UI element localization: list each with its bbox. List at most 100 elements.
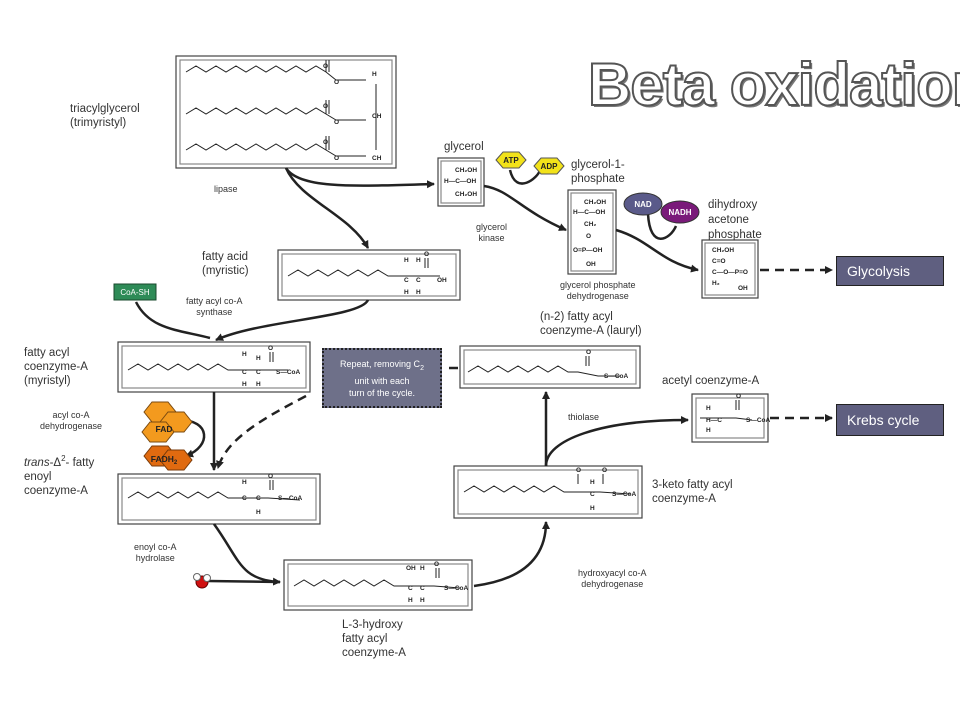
dihydroxy-acetone-phosphate-label: dihydroxy acetone phosphate xyxy=(708,199,762,241)
fatty-acyl-coa-synthase-label: fatty acyl co-A synthase xyxy=(186,296,243,317)
svg-text:H: H xyxy=(256,509,261,516)
svg-text:O: O xyxy=(576,467,581,474)
glycerol-structure xyxy=(437,157,485,207)
svg-text:H: H xyxy=(242,479,247,486)
trans-enoyl-coa-label: trans-Δ2- fatty enoyl coenzyme-A xyxy=(24,452,94,498)
adp-hexagon xyxy=(533,157,565,175)
atp-label: ATP xyxy=(503,156,519,165)
krebs-cycle-box: Krebs cycle xyxy=(836,404,944,436)
dhap-structure xyxy=(701,239,759,299)
svg-text:CH₂OH: CH₂OH xyxy=(455,191,477,198)
repeat-subscript: 2 xyxy=(420,364,424,372)
svg-text:C=O: C=O xyxy=(712,258,726,265)
svg-text:CH₂: CH₂ xyxy=(584,221,596,228)
svg-text:H: H xyxy=(404,289,409,296)
nad-nadh-arrow xyxy=(646,213,678,240)
trans-superscript: 2 xyxy=(61,454,66,463)
water-arrow xyxy=(207,579,281,584)
svg-text:H₂: H₂ xyxy=(712,280,720,287)
svg-text:O: O xyxy=(334,119,339,126)
fadh2-hexagon-2 xyxy=(159,449,193,471)
svg-text:OH: OH xyxy=(738,285,748,292)
svg-text:O: O xyxy=(323,139,328,146)
svg-text:C—O—P=O: C—O—P=O xyxy=(712,269,748,276)
glycerol-kinase-arrow xyxy=(483,184,567,232)
svg-text:C: C xyxy=(404,277,409,284)
nad-label: NAD xyxy=(634,200,652,209)
svg-text:S—CoA: S—CoA xyxy=(746,417,771,424)
svg-text:C: C xyxy=(420,585,425,592)
svg-text:H—C: H—C xyxy=(706,417,722,424)
svg-text:H: H xyxy=(372,71,377,78)
svg-text:C: C xyxy=(242,495,247,502)
fad-hexagon-3 xyxy=(141,421,175,443)
carbon-chains xyxy=(127,60,753,589)
triacylglycerol-label: triacylglycerol (trimyristyl) xyxy=(70,103,140,129)
n2-fatty-acyl-coa-structure xyxy=(459,345,641,389)
svg-text:S—CoA: S—CoA xyxy=(276,369,301,376)
svg-text:H: H xyxy=(590,479,595,486)
svg-text:H: H xyxy=(706,427,711,434)
svg-text:O: O xyxy=(323,63,328,70)
svg-text:H: H xyxy=(420,597,425,604)
svg-text:O: O xyxy=(334,79,339,86)
svg-text:C: C xyxy=(256,495,261,502)
fatty-acid-label: fatty acid (myristic) xyxy=(202,251,249,277)
dashed-arrows xyxy=(216,266,833,469)
svg-text:S—CoA: S—CoA xyxy=(612,491,637,498)
svg-text:C: C xyxy=(256,369,261,376)
trans-tail: - fatty enoyl coenzyme-A xyxy=(24,456,95,497)
trans-prefix: trans xyxy=(24,456,50,469)
hydroxyacyl-dehydrogenase-label: hydroxyacyl co-A dehydrogenase xyxy=(578,568,647,589)
synthase-arrow xyxy=(215,299,370,342)
hydrolase-arrow xyxy=(212,523,281,586)
svg-text:H: H xyxy=(420,565,425,572)
svg-text:C: C xyxy=(590,491,595,498)
l3-hydroxy-label: L-3-hydroxy fatty acyl coenzyme-A xyxy=(342,619,406,659)
coa-sh-box xyxy=(113,283,157,301)
svg-text:S—CoA: S—CoA xyxy=(278,495,303,502)
enoyl-coa-hydrolase-label: enoyl co-A hydrolase xyxy=(134,542,177,563)
svg-text:CH: CH xyxy=(372,113,382,120)
coa-sh-arrow xyxy=(134,301,211,340)
thiolase-label: thiolase xyxy=(568,412,600,422)
glycerol-kinase-label: glycerol kinase xyxy=(476,222,508,243)
nadh-ellipse xyxy=(660,200,700,224)
svg-text:S—CoA: S—CoA xyxy=(604,373,629,380)
svg-text:S—CoA: S—CoA xyxy=(444,585,469,592)
svg-text:O: O xyxy=(334,155,339,162)
repeat-text: Repeat, removing C xyxy=(340,359,421,369)
svg-text:OH: OH xyxy=(437,277,447,284)
svg-text:H: H xyxy=(256,381,261,388)
fadh2-label: FADH xyxy=(151,454,174,464)
svg-text:CH₂OH: CH₂OH xyxy=(712,247,734,254)
hydroxyacyl-dh-arrow xyxy=(473,521,550,588)
nadh-label: NADH xyxy=(668,208,691,217)
svg-text:H—C—OH: H—C—OH xyxy=(444,178,476,185)
svg-text:H: H xyxy=(256,355,261,362)
svg-text:H—C—OH: H—C—OH xyxy=(573,209,605,216)
lipase-label: lipase xyxy=(214,184,238,194)
keto-acyl-coa-structure xyxy=(453,465,643,519)
svg-text:FADH2: FADH2 xyxy=(151,454,178,466)
glycolysis-box: Glycolysis xyxy=(836,256,944,286)
svg-text:O: O xyxy=(434,561,439,568)
svg-text:O: O xyxy=(424,251,429,258)
svg-text:OH: OH xyxy=(406,565,416,572)
svg-text:H: H xyxy=(416,257,421,264)
glycerol-phosphate-dehydrogenase-label: glycerol phosphate dehydrogenase xyxy=(560,280,636,301)
svg-text:CH: CH xyxy=(372,155,382,162)
n2-fatty-acyl-label: (n-2) fatty acyl coenzyme-A (lauryl) xyxy=(540,311,642,337)
acetyl-coa-label: acetyl coenzyme-A xyxy=(662,375,760,387)
fatty-acyl-coa-structure xyxy=(117,341,311,393)
svg-text:H: H xyxy=(590,505,595,512)
svg-text:O: O xyxy=(323,103,328,110)
svg-text:O: O xyxy=(268,345,273,352)
svg-text:C: C xyxy=(408,585,413,592)
svg-text:O=P—OH: O=P—OH xyxy=(573,247,603,254)
gpd-arrow xyxy=(615,228,699,273)
page-title: Beta oxidation xyxy=(587,50,960,119)
trans-delta: -Δ xyxy=(49,456,62,469)
